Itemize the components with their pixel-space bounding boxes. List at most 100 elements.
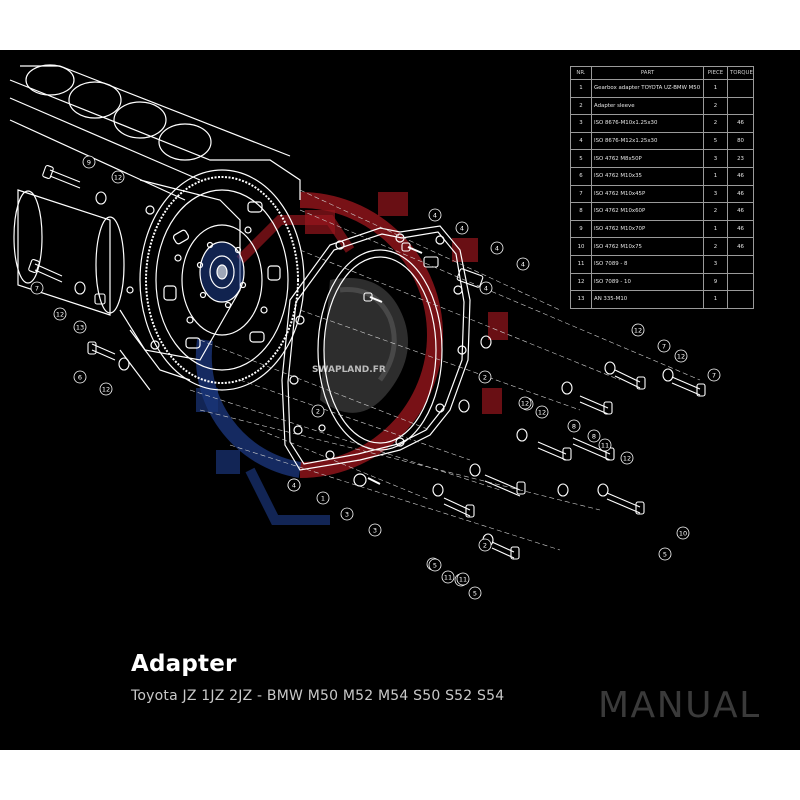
callout-12: 12 (620, 451, 634, 465)
cell-torque: 46 (727, 114, 754, 133)
callout-circle (111, 170, 125, 184)
cell-piece: 2 (703, 96, 728, 116)
callout-4: 4 (516, 257, 530, 271)
cell-nr: 13 (570, 290, 592, 309)
cell-nr: 9 (570, 219, 592, 239)
callout-circle (441, 570, 455, 584)
callout-number: 3 (373, 526, 377, 534)
callout-circle (428, 208, 442, 222)
header-torque: TORQUE [Nm] (727, 66, 754, 80)
callout-number: 6 (78, 373, 82, 381)
cell-torque (727, 96, 754, 116)
cell-piece: 1 (703, 219, 728, 239)
cell-part: ISO 4762 M10x70P (591, 219, 704, 239)
manual-page: SWAPLAND.FR (0, 50, 800, 750)
cell-torque: 46 (727, 237, 754, 256)
cell-part: ISO 8676-M10x1.25x30 (591, 114, 704, 133)
callout-10: 10 (676, 526, 690, 540)
header-piece: PIECE (703, 66, 728, 80)
callout-circle (674, 349, 688, 363)
bolts-and-washers (28, 165, 706, 560)
callout-5: 5 (468, 586, 482, 600)
callout-12: 12 (111, 170, 125, 184)
callout-circle (311, 404, 325, 418)
cell-torque: 46 (727, 219, 754, 239)
callout-circle (455, 221, 469, 235)
callout-circle (478, 370, 492, 384)
callout-number: 7 (662, 342, 666, 350)
callout-number: 12 (634, 326, 642, 334)
callout-number: 9 (87, 158, 91, 166)
watermark-text: SWAPLAND.FR (312, 365, 386, 375)
cell-torque: 80 (727, 131, 754, 151)
cell-piece: 3 (703, 184, 728, 204)
callout-number: 12 (538, 408, 546, 416)
cell-part: ISO 4762 M10x75 (591, 237, 704, 256)
exploded-view-drawing: SWAPLAND.FR (9, 64, 721, 600)
callout-number: 2 (316, 407, 320, 415)
callout-4: 4 (428, 208, 442, 222)
callout-number: 10 (679, 529, 687, 537)
callout-number: 7 (35, 284, 39, 292)
callouts: 9127121361244444221334127127121288111210… (30, 155, 721, 600)
callout-number: 4 (484, 284, 488, 292)
callout-circle (82, 155, 96, 169)
callout-circle (53, 307, 67, 321)
header-part: PART (591, 66, 704, 80)
callout-circle (316, 491, 330, 505)
callout-circle (478, 538, 492, 552)
cell-torque (727, 79, 754, 98)
callout-number: 11 (444, 573, 452, 581)
cell-torque: 46 (727, 184, 754, 204)
cell-part: ISO 4762 M10x45P (591, 184, 704, 204)
bolt-7 (34, 263, 63, 283)
callout-9: 9 (82, 155, 96, 169)
callout-5: 5 (428, 558, 442, 572)
callout-number: 7 (712, 371, 716, 379)
callout-8: 8 (567, 419, 581, 433)
cell-piece: 1 (703, 79, 728, 98)
callout-13: 13 (73, 320, 87, 334)
callout-number: 12 (521, 399, 529, 407)
callout-number: 12 (677, 352, 685, 360)
cell-part: ISO 7089 - 10 (591, 272, 704, 292)
cell-nr: 1 (570, 79, 592, 98)
cell-torque: 46 (727, 202, 754, 221)
callout-number: 4 (495, 244, 499, 252)
cell-part: Gearbox adapter TOYOTA UZ-BMW M50 (591, 79, 704, 98)
callout-number: 12 (102, 385, 110, 393)
callout-number: 8 (572, 422, 576, 430)
callout-number: 2 (483, 373, 487, 381)
callout-circle (598, 438, 612, 452)
cell-part: AN 335-M10 (591, 290, 704, 309)
callout-12: 12 (99, 382, 113, 396)
page-subtitle: Toyota JZ 1JZ 2JZ - BMW M50 M52 M54 S50 … (131, 688, 505, 704)
callout-number: 12 (114, 173, 122, 181)
callout-8: 8 (587, 429, 601, 443)
callout-4: 4 (455, 221, 469, 235)
cell-nr: 12 (570, 272, 592, 292)
cell-torque: 46 (727, 166, 754, 186)
callout-7: 7 (707, 368, 721, 382)
cell-torque: 23 (727, 149, 754, 168)
cell-part: Adapter sleeve (591, 96, 704, 116)
callout-7: 7 (657, 339, 671, 353)
callout-12: 12 (518, 396, 532, 410)
callout-circle (676, 526, 690, 540)
callout-circle (30, 281, 44, 295)
callout-12: 12 (53, 307, 67, 321)
assembly-lines (189, 189, 701, 551)
cell-part: ISO 4762 M10x35 (591, 166, 704, 186)
callout-number: 4 (521, 260, 525, 268)
callout-circle (368, 523, 382, 537)
callout-circle (73, 320, 87, 334)
callout-3: 3 (340, 507, 354, 521)
callout-circle (657, 339, 671, 353)
cell-torque (727, 272, 754, 292)
